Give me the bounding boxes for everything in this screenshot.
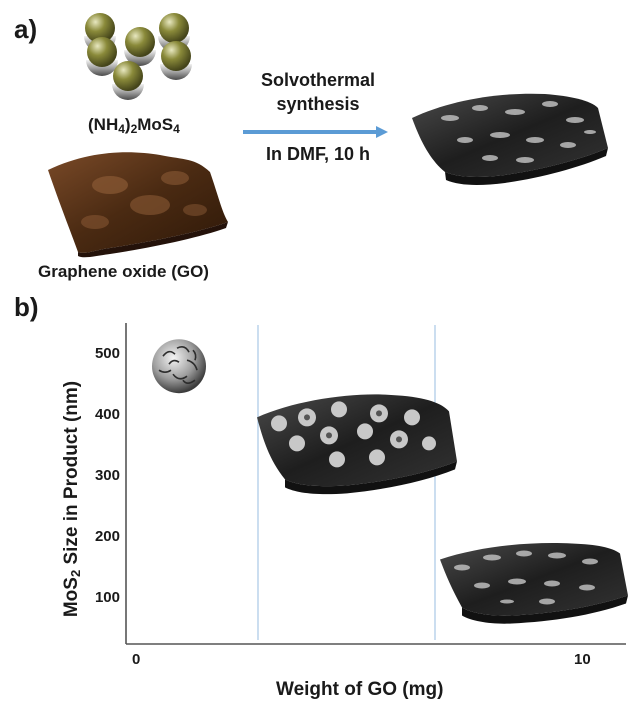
data-point-flower-on-sheet-icon xyxy=(257,394,457,495)
y-tick-label: 300 xyxy=(94,467,120,484)
precursor-sphere xyxy=(160,41,192,80)
x-tick-label: 10 xyxy=(574,651,591,668)
x-axis-label: Weight of GO (mg) xyxy=(276,679,444,700)
y-tick-label: 100 xyxy=(94,589,120,606)
y-tick-label: 400 xyxy=(94,406,120,423)
panel-b-label: b) xyxy=(14,292,39,322)
process-line-1: Solvothermal xyxy=(260,70,376,90)
precursor-sphere xyxy=(124,27,156,66)
process-conditions-label: In DMF, 10 h xyxy=(265,144,370,164)
chart-axes xyxy=(125,323,626,645)
x-tick-label: 0 xyxy=(132,651,141,668)
mos2-graphene-product-icon xyxy=(412,93,608,185)
precursor-formula-label: (NH4)2MoS4 xyxy=(88,115,180,136)
process-line-2: synthesis xyxy=(276,94,360,114)
y-tick-label: 200 xyxy=(94,528,120,545)
data-point-sheet-product-icon xyxy=(440,543,628,624)
data-point-flower-sphere-icon xyxy=(152,339,206,394)
panel-a-label: a) xyxy=(14,14,38,44)
process-method-label: Solvothermal synthesis xyxy=(238,68,398,116)
graphene-oxide-label: Graphene oxide (GO) xyxy=(38,262,209,281)
precursor-sphere xyxy=(86,37,118,76)
precursor-sphere xyxy=(112,61,144,100)
y-tick-label: 500 xyxy=(94,345,120,362)
precursor-spheres-icon xyxy=(84,13,192,100)
graphene-oxide-sheet-icon xyxy=(48,152,228,258)
process-arrow-icon xyxy=(243,126,388,138)
region-dividers xyxy=(257,325,436,640)
